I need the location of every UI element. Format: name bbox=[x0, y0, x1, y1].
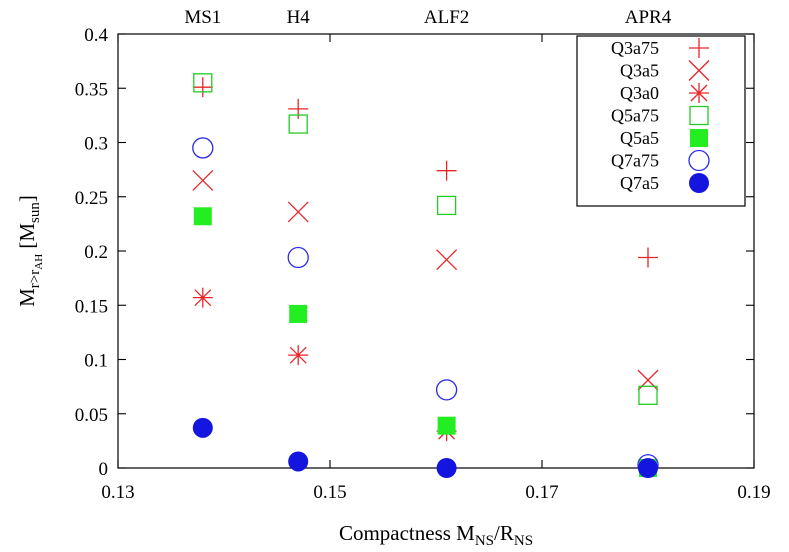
point-q3a0 bbox=[288, 345, 309, 366]
y-tick-label: 0.25 bbox=[75, 188, 108, 209]
tick-labels: 0.13 0.15 0.17 0.19 0 0.05 0.1 0.15 0.2 0.25 0.3 0.… bbox=[75, 25, 771, 503]
legend-marker-q3a0 bbox=[689, 83, 709, 103]
point-q7a5 bbox=[288, 451, 309, 472]
top-eos-labels: MS1 H4 ALF2 APR4 bbox=[184, 7, 671, 28]
point-q7a5 bbox=[192, 417, 213, 438]
legend-label-q7a75: Q7a75 bbox=[611, 151, 659, 171]
y-tick-label: 0.3 bbox=[84, 134, 108, 155]
y-tick-label: 0.15 bbox=[75, 296, 108, 317]
point-q3a75 bbox=[192, 77, 213, 98]
legend-label-q3a5: Q3a5 bbox=[620, 61, 659, 81]
legend-label-q7a5: Q7a5 bbox=[620, 173, 659, 193]
y-tick-label: 0.35 bbox=[75, 79, 108, 100]
point-q3a5 bbox=[637, 369, 659, 391]
y-tick-label: 0.4 bbox=[84, 25, 108, 46]
point-q5a75 bbox=[193, 73, 213, 93]
legend-label-q3a75: Q3a75 bbox=[611, 38, 659, 58]
y-tick-label: 0.2 bbox=[84, 242, 108, 263]
y-tick-label: 0.1 bbox=[84, 351, 108, 372]
point-q7a75 bbox=[192, 137, 214, 159]
legend-marker-q7a75 bbox=[688, 149, 710, 172]
point-q3a0 bbox=[192, 287, 213, 308]
legend-box bbox=[576, 35, 746, 207]
legend-marker-q3a5 bbox=[688, 60, 710, 81]
point-q7a5 bbox=[436, 458, 457, 478]
legend-label-q3a0: Q3a0 bbox=[620, 83, 659, 103]
legend-marker-q5a75 bbox=[689, 105, 709, 126]
y-axis-label: Mr>rAH [Msun] bbox=[15, 195, 45, 307]
top-label-ms1: MS1 bbox=[184, 7, 221, 28]
point-q3a5 bbox=[192, 170, 214, 191]
point-q7a5 bbox=[638, 458, 658, 478]
x-tick-label: 0.13 bbox=[101, 482, 134, 503]
legend-label-q5a5: Q5a5 bbox=[620, 128, 659, 148]
top-label-h4: H4 bbox=[287, 7, 311, 28]
y-tick-label: 0 bbox=[99, 459, 109, 480]
point-q7a75 bbox=[287, 246, 309, 269]
y-tick-label: 0.05 bbox=[75, 405, 108, 426]
axis-ticks bbox=[117, 33, 755, 469]
point-q3a75 bbox=[288, 98, 309, 119]
top-label-alf2: ALF2 bbox=[424, 7, 469, 28]
legend-marker-q3a75 bbox=[689, 38, 709, 58]
x-tick-label: 0.15 bbox=[313, 482, 346, 503]
point-q3a5 bbox=[436, 249, 458, 271]
point-q7a75 bbox=[435, 379, 458, 401]
x-axis-label: Compactness MNS/RNS bbox=[339, 521, 533, 549]
point-q5a5 bbox=[437, 416, 456, 435]
point-q5a75 bbox=[436, 195, 457, 216]
point-q5a75 bbox=[638, 385, 658, 405]
point-q3a5 bbox=[287, 201, 309, 223]
point-q3a75 bbox=[638, 247, 658, 268]
legend-marker-q7a5 bbox=[689, 173, 709, 193]
point-q3a75 bbox=[436, 160, 457, 181]
legend-marker-q5a5 bbox=[690, 129, 708, 147]
x-tick-label: 0.19 bbox=[737, 482, 770, 503]
x-tick-label: 0.17 bbox=[525, 482, 558, 503]
point-q5a5 bbox=[289, 304, 308, 323]
data-points bbox=[192, 73, 659, 478]
top-label-apr4: APR4 bbox=[625, 7, 672, 28]
legend-label-q5a75: Q5a75 bbox=[611, 106, 659, 126]
point-q5a5 bbox=[193, 207, 212, 226]
point-q5a75 bbox=[288, 114, 308, 134]
